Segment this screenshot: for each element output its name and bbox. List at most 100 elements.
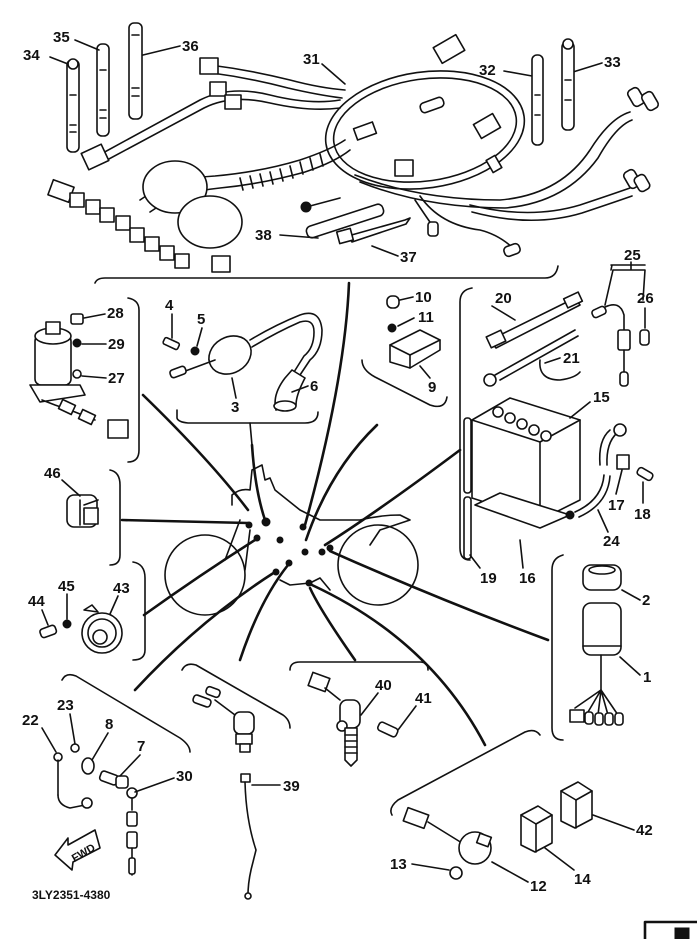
callout-43: 43: [113, 580, 130, 597]
horn-group: 44 45 43: [28, 561, 146, 661]
callout-38: 38: [255, 227, 272, 244]
band-19: [463, 496, 472, 560]
bolt-10: [386, 295, 400, 309]
washer-29: [72, 338, 82, 348]
cable-tie-32: [531, 54, 544, 146]
band-38: [300, 197, 385, 239]
cable-tie-36: [128, 22, 143, 120]
sensor-40: [307, 671, 361, 767]
callout-8: 8: [105, 716, 113, 733]
battery-band-20: [485, 291, 584, 349]
switch-lead-30: [126, 787, 138, 876]
gasket-8: [81, 757, 95, 775]
callout-12: 12: [530, 878, 547, 895]
callout-23: 23: [57, 697, 74, 714]
fuse-26: [639, 329, 650, 346]
cap-2: [582, 564, 622, 591]
callout-4: 4: [165, 297, 174, 314]
relay-group-46: 46: [44, 465, 121, 566]
relay-42: [560, 781, 593, 829]
harness-bracket: [94, 265, 559, 284]
battery-group: 20 21 15 25 26 17 18 24 19 16: [459, 247, 654, 587]
callout-6: 6: [310, 378, 318, 395]
callout-2: 2: [642, 592, 650, 609]
battery-15: [471, 397, 581, 521]
switch-12: [402, 806, 493, 865]
neutral-switch-7: [98, 770, 129, 789]
oil-switch-group: 39: [181, 663, 300, 900]
screw-41: [377, 721, 399, 738]
callout-9: 9: [428, 379, 436, 396]
callout-42: 42: [636, 822, 653, 839]
cdi-unit-1: [569, 602, 624, 726]
callout-33: 33: [604, 54, 621, 71]
spark-plug-cap-6: [273, 369, 306, 412]
washer-11: [387, 323, 397, 333]
main-switch-group: 28 29 27: [29, 297, 140, 463]
callout-13: 13: [390, 856, 407, 873]
horn-43: [81, 604, 123, 654]
callout-10: 10: [415, 289, 432, 306]
callout-14: 14: [574, 871, 591, 888]
wire-harness-31: [47, 33, 660, 273]
rectifier-group: 10 11 9: [361, 289, 448, 408]
callout-41: 41: [415, 690, 432, 707]
callout-34: 34: [23, 47, 40, 64]
callout-7: 7: [137, 738, 145, 755]
callout-26: 26: [637, 290, 654, 307]
callout-17: 17: [608, 497, 625, 514]
callout-27: 27: [108, 370, 125, 387]
cable-tie-35: [96, 43, 110, 137]
leader-lines: [120, 281, 550, 747]
page-corner-mark: [643, 920, 697, 939]
motorcycle-silhouette: [164, 464, 419, 616]
nut-13: [449, 866, 463, 880]
lead-22: [53, 752, 93, 809]
callout-31: 31: [303, 51, 320, 68]
washer-5: [190, 346, 200, 356]
callout-24: 24: [603, 533, 620, 550]
switch-39: [192, 685, 257, 900]
holder-17: [616, 454, 630, 470]
callout-19: 19: [480, 570, 497, 587]
bolt-44: [39, 624, 58, 639]
callout-11: 11: [418, 309, 434, 326]
callout-37: 37: [400, 249, 417, 266]
cdi-unit-group: 2 1: [551, 554, 651, 741]
ignition-coil: [169, 312, 323, 379]
main-switch: [29, 321, 129, 439]
callout-22: 22: [22, 712, 39, 729]
callout-40: 40: [375, 677, 392, 694]
drawing-code: 3LY2351-4380: [32, 888, 111, 902]
callout-45: 45: [58, 578, 75, 595]
callout-18: 18: [634, 506, 651, 523]
neutral-switch-group: 22 23 8 7 30 FWD 3LY2351-4380: [22, 673, 193, 902]
lead-21: [483, 329, 581, 387]
cable-tie-37: [335, 217, 411, 245]
washer-45: [62, 619, 72, 629]
callout-5: 5: [197, 311, 205, 328]
callout-21: 21: [563, 350, 580, 367]
callout-30: 30: [176, 768, 193, 785]
callout-44: 44: [28, 593, 45, 610]
fuse-25: [591, 304, 631, 387]
bolt-4: [162, 336, 181, 351]
callout-39: 39: [283, 778, 300, 795]
callout-46: 46: [44, 465, 61, 482]
callout-16: 16: [519, 570, 536, 587]
relay-14: [520, 805, 553, 853]
callout-3: 3: [231, 399, 239, 416]
callout-32: 32: [479, 62, 496, 79]
sensor-group: 40 41: [289, 661, 432, 767]
callout-20: 20: [495, 290, 512, 307]
callout-28: 28: [107, 305, 124, 322]
nut-27: [72, 369, 82, 379]
rectifier-9: [389, 329, 441, 369]
screw-23: [70, 743, 80, 753]
cable-tie-34: [66, 58, 80, 153]
relay-46: [66, 494, 99, 528]
cable-tie-33: [561, 38, 575, 131]
starter-relay-group: 13 12 14 42: [390, 729, 653, 895]
minus-lead-24: [565, 423, 627, 520]
